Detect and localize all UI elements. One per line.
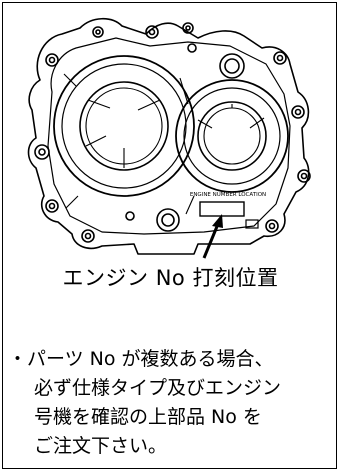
svg-text:ENGINE NUMBER LOCATION: ENGINE NUMBER LOCATION — [190, 192, 266, 198]
frame-border — [2, 2, 337, 469]
note-line-1: ・パーツ No が複数ある場合、 — [8, 345, 336, 374]
note-text-1: パーツ No が複数ある場合、 — [27, 348, 274, 370]
note-bullet: ・ — [8, 348, 28, 370]
engine-case-diagram: ENGINE NUMBER LOCATION — [27, 17, 311, 259]
ordering-note: ・パーツ No が複数ある場合、 必ず仕様タイプ及びエンジン 号機を確認の上部品… — [8, 345, 336, 461]
note-line-3: 号機を確認の上部品 No を — [34, 406, 262, 428]
engine-number-caption: エンジン No 打刻位置 — [62, 266, 279, 290]
note-line-2: 必ず仕様タイプ及びエンジン — [34, 377, 282, 399]
note-line-4: ご注文下さい。 — [34, 435, 168, 457]
